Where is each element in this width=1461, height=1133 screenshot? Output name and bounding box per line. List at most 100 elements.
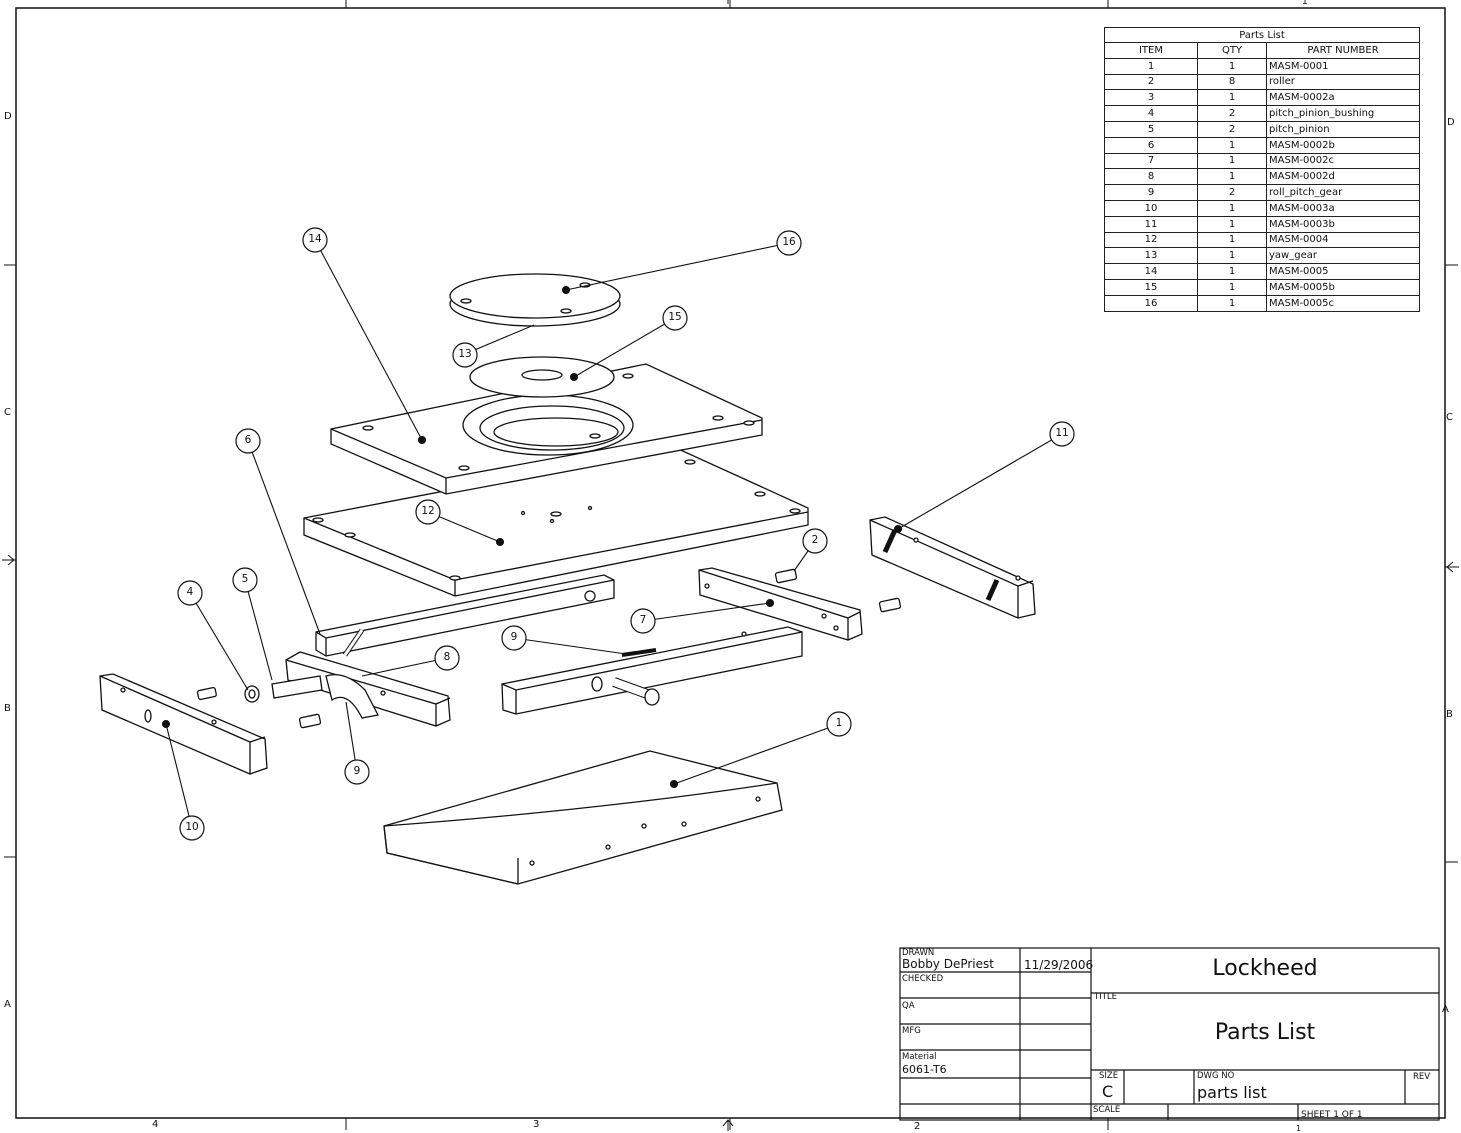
balloon-7: 7 — [639, 614, 647, 626]
row-qty: 1 — [1197, 89, 1267, 107]
row-part-number: roller — [1266, 73, 1420, 91]
title-label: TITLE — [1094, 992, 1117, 1002]
row-qty: 1 — [1197, 247, 1267, 265]
row-part-number: yaw_gear — [1266, 247, 1420, 265]
balloon-14: 14 — [308, 233, 322, 245]
parts-list-title: Parts List — [1104, 27, 1420, 43]
balloon-9-lower: 9 — [353, 765, 361, 777]
row-item: 15 — [1104, 278, 1198, 296]
sheet-number: SHEET 1 OF 1 — [1301, 1110, 1363, 1120]
material-label: Material — [902, 1052, 937, 1062]
balloon-group — [177, 227, 1075, 841]
row-part-number: MASM-0005b — [1266, 278, 1420, 296]
zone-right-c: C — [1446, 412, 1453, 423]
balloon-9-upper: 9 — [510, 631, 518, 643]
row-item: 7 — [1104, 152, 1198, 170]
row-item: 12 — [1104, 231, 1198, 249]
drawn-label: DRAWN — [902, 948, 935, 958]
row-qty: 1 — [1197, 136, 1267, 154]
balloon-5: 5 — [241, 573, 249, 585]
balloon-16: 16 — [782, 236, 796, 248]
header-part-number: PART NUMBER — [1266, 42, 1420, 59]
row-item: 8 — [1104, 168, 1198, 186]
part-16-top-disk — [449, 273, 621, 327]
row-item: 16 — [1104, 294, 1198, 312]
row-qty: 1 — [1197, 57, 1267, 75]
company-name: Lockheed — [1212, 956, 1318, 981]
zone-left-a: A — [4, 999, 11, 1010]
row-item: 9 — [1104, 184, 1198, 201]
row-item: 13 — [1104, 247, 1198, 265]
row-item: 1 — [1104, 57, 1198, 75]
dwg-no-label: DWG NO — [1197, 1071, 1235, 1081]
row-part-number: MASM-0004 — [1266, 231, 1420, 249]
row-qty: 1 — [1197, 278, 1267, 296]
row-part-number: MASM-0002d — [1266, 168, 1420, 186]
row-qty: 8 — [1197, 73, 1267, 91]
row-part-number: MASM-0002c — [1266, 152, 1420, 170]
balloon-10: 10 — [185, 821, 199, 833]
row-part-number: MASM-0002a — [1266, 89, 1420, 107]
row-qty: 1 — [1197, 199, 1267, 217]
balloon-8: 8 — [443, 651, 451, 663]
part-12-middle-plate — [303, 446, 809, 597]
part-3-rail — [501, 626, 803, 715]
part-7-rail — [698, 567, 863, 641]
zone-right-d: D — [1447, 117, 1455, 128]
part-11-rail — [869, 516, 1036, 619]
balloon-12: 12 — [421, 505, 435, 517]
part-15-ring — [469, 356, 615, 398]
scale-label: SCALE — [1093, 1105, 1121, 1115]
row-qty: 1 — [1197, 294, 1267, 312]
zone-top-1: 1 — [1302, 0, 1308, 7]
zone-bottom-2: 2 — [914, 1121, 921, 1132]
row-item: 5 — [1104, 120, 1198, 138]
size-label: SIZE — [1099, 1071, 1119, 1081]
row-part-number: MASM-0005 — [1266, 263, 1420, 280]
row-qty: 2 — [1197, 184, 1267, 201]
leader-lines — [161, 239, 1063, 829]
material-value: 6061-T6 — [902, 1063, 947, 1076]
part-6-rail — [315, 574, 615, 657]
row-part-number: roll_pitch_gear — [1266, 184, 1420, 201]
balloon-1: 1 — [835, 717, 843, 729]
zone-bottom-1: 1 — [1296, 1124, 1302, 1133]
zone-left-b: B — [4, 703, 11, 714]
row-part-number: MASM-0001 — [1266, 57, 1420, 75]
row-qty: 1 — [1197, 231, 1267, 249]
part-8-rail — [285, 651, 451, 727]
balloon-6: 6 — [244, 434, 252, 446]
balloon-2: 2 — [811, 534, 819, 546]
row-qty: 1 — [1197, 152, 1267, 170]
zone-right-b: B — [1446, 709, 1453, 720]
row-qty: 2 — [1197, 120, 1267, 138]
zone-right-a: A — [1442, 1004, 1449, 1015]
row-item: 4 — [1104, 105, 1198, 122]
row-part-number: pitch_pinion_bushing — [1266, 105, 1420, 122]
row-part-number: MASM-0005c — [1266, 294, 1420, 312]
row-qty: 1 — [1197, 263, 1267, 280]
row-item: 2 — [1104, 73, 1198, 91]
part-1-base-plate — [383, 750, 783, 885]
row-qty: 2 — [1197, 105, 1267, 122]
zone-bottom-4: 4 — [152, 1119, 159, 1130]
balloon-11: 11 — [1055, 427, 1069, 439]
balloon-13: 13 — [458, 348, 472, 360]
rev-label: REV — [1413, 1072, 1431, 1082]
row-item: 11 — [1104, 215, 1198, 233]
